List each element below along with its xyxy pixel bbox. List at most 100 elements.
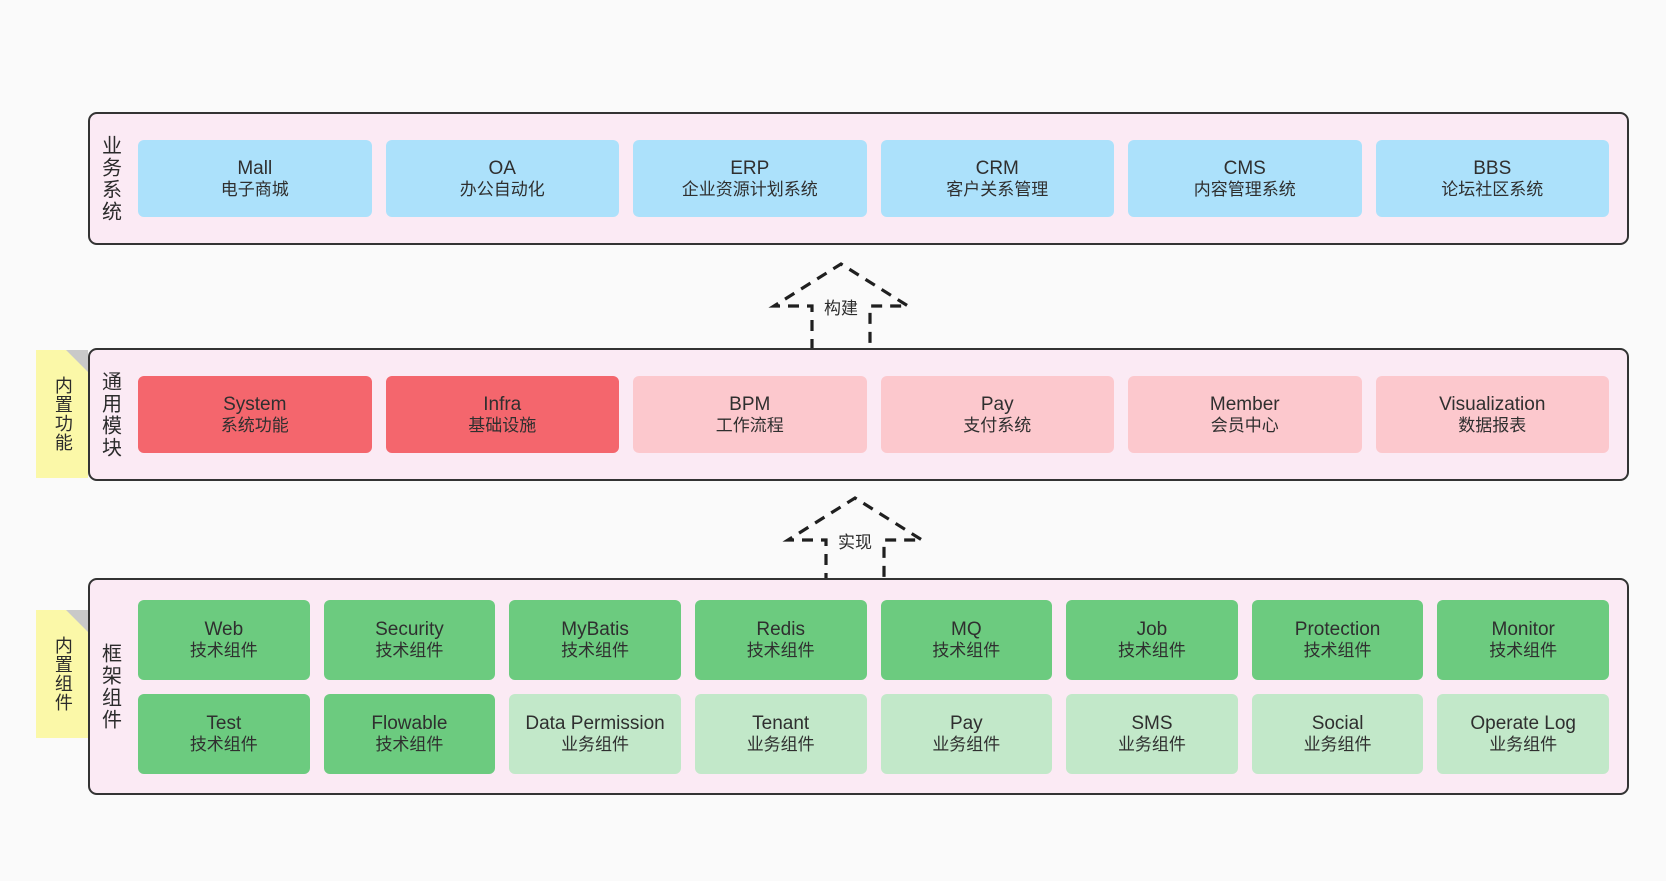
card-infra[interactable]: Infra 基础设施 <box>385 376 619 453</box>
connector-implement-arrow: 实现 <box>770 492 940 588</box>
card-subtitle: 技术组件 <box>375 640 444 660</box>
card-row: Mall 电子商城 OA 办公自动化 ERP 企业资源计划系统 CRM 客户关系… <box>138 140 1609 217</box>
card-pay-module[interactable]: Pay 支付系统 <box>880 376 1114 453</box>
business-systems-cards-area: Mall 电子商城 OA 办公自动化 ERP 企业资源计划系统 CRM 客户关系… <box>128 114 1627 243</box>
card-protection[interactable]: Protection 技术组件 <box>1251 599 1424 680</box>
card-subtitle: 技术组件 <box>932 640 1001 660</box>
card-security[interactable]: Security 技术组件 <box>323 599 496 680</box>
card-title: MQ <box>951 618 982 640</box>
card-row: Test 技术组件 Flowable 技术组件 Data Permission … <box>138 693 1609 774</box>
card-mq[interactable]: MQ 技术组件 <box>880 599 1053 680</box>
card-title: CMS <box>1223 157 1266 179</box>
card-job[interactable]: Job 技术组件 <box>1066 599 1238 680</box>
card-subtitle: 内容管理系统 <box>1193 179 1296 199</box>
card-bpm[interactable]: BPM 工作流程 <box>633 376 867 453</box>
common-modules-cards-area: System 系统功能 Infra 基础设施 BPM 工作流程 Pay 支付系统… <box>128 350 1627 479</box>
card-title: Redis <box>756 618 805 640</box>
card-member[interactable]: Member 会员中心 <box>1128 376 1362 453</box>
card-title: Monitor <box>1491 618 1555 640</box>
card-title: Pay <box>949 712 983 734</box>
card-title: MyBatis <box>561 618 629 640</box>
framework-components-cards-area: Web 技术组件 Security 技术组件 MyBatis 技术组件 Redi… <box>128 580 1627 793</box>
card-subtitle: 技术组件 <box>1303 640 1372 660</box>
card-subtitle: 办公自动化 <box>459 179 545 199</box>
card-subtitle: 业务组件 <box>1489 734 1558 754</box>
card-row: System 系统功能 Infra 基础设施 BPM 工作流程 Pay 支付系统… <box>138 376 1609 453</box>
layer-title-common-modules: 通用模块 <box>98 370 121 459</box>
card-subtitle: 技术组件 <box>561 640 630 660</box>
card-test[interactable]: Test 技术组件 <box>138 693 310 774</box>
card-subtitle: 客户关系管理 <box>946 179 1049 199</box>
card-title: SMS <box>1131 712 1173 734</box>
card-title: Job <box>1136 618 1168 640</box>
card-subtitle: 技术组件 <box>189 734 258 754</box>
card-pay-component[interactable]: Pay 业务组件 <box>880 693 1053 774</box>
card-title: Data Permission <box>525 712 665 734</box>
card-title: Visualization <box>1439 393 1546 415</box>
card-subtitle: 支付系统 <box>963 415 1032 435</box>
card-data-permission[interactable]: Data Permission 业务组件 <box>509 693 681 774</box>
card-subtitle: 企业资源计划系统 <box>681 179 818 199</box>
card-title: Tenant <box>752 712 810 734</box>
card-flowable[interactable]: Flowable 技术组件 <box>323 693 496 774</box>
layer-common-modules: 通用模块 System 系统功能 Infra 基础设施 BPM 工作流程 Pay… <box>88 348 1629 481</box>
card-subtitle: 技术组件 <box>1117 640 1186 660</box>
card-mall[interactable]: Mall 电子商城 <box>138 140 372 217</box>
card-subtitle: 业务组件 <box>1117 734 1186 754</box>
card-subtitle: 技术组件 <box>746 640 815 660</box>
card-title: Protection <box>1294 618 1381 640</box>
card-bbs[interactable]: BBS 论坛社区系统 <box>1375 140 1609 217</box>
card-system[interactable]: System 系统功能 <box>138 376 372 453</box>
card-sms[interactable]: SMS 业务组件 <box>1066 693 1238 774</box>
card-operate-log[interactable]: Operate Log 业务组件 <box>1437 693 1609 774</box>
card-title: Web <box>204 618 244 640</box>
card-subtitle: 业务组件 <box>561 734 630 754</box>
card-erp[interactable]: ERP 企业资源计划系统 <box>633 140 867 217</box>
card-redis[interactable]: Redis 技术组件 <box>694 599 867 680</box>
card-subtitle: 业务组件 <box>746 734 815 754</box>
sticky-note-label: 内置功能 <box>52 376 73 452</box>
card-monitor[interactable]: Monitor 技术组件 <box>1437 599 1609 680</box>
card-web[interactable]: Web 技术组件 <box>138 599 310 680</box>
sticky-note-label: 内置组件 <box>52 636 73 712</box>
card-subtitle: 基础设施 <box>468 415 537 435</box>
card-mybatis[interactable]: MyBatis 技术组件 <box>509 599 681 680</box>
card-subtitle: 工作流程 <box>715 415 784 435</box>
connector-implement-label: 实现 <box>838 533 872 552</box>
card-title: BBS <box>1473 157 1512 179</box>
connector-build-arrow: 构建 <box>756 258 926 354</box>
card-title: OA <box>488 157 516 179</box>
card-oa[interactable]: OA 办公自动化 <box>385 140 619 217</box>
card-subtitle: 数据报表 <box>1458 415 1527 435</box>
card-subtitle: 技术组件 <box>189 640 258 660</box>
layer-business-systems: 业务系统 Mall 电子商城 OA 办公自动化 ERP 企业资源计划系统 CRM… <box>88 112 1629 245</box>
layer-framework-components: 框架组件 Web 技术组件 Security 技术组件 MyBatis 技术组件… <box>88 578 1629 795</box>
card-title: Security <box>375 618 444 640</box>
card-social[interactable]: Social 业务组件 <box>1251 693 1424 774</box>
card-subtitle: 业务组件 <box>932 734 1001 754</box>
card-title: System <box>223 393 287 415</box>
card-title: Flowable <box>371 712 448 734</box>
card-row: Web 技术组件 Security 技术组件 MyBatis 技术组件 Redi… <box>138 599 1609 680</box>
card-title: Test <box>206 712 242 734</box>
card-visualization[interactable]: Visualization 数据报表 <box>1375 376 1609 453</box>
layer-title-framework-components: 框架组件 <box>98 642 121 731</box>
card-title: Mall <box>237 157 273 179</box>
card-title: Member <box>1209 393 1280 415</box>
card-subtitle: 技术组件 <box>375 734 444 754</box>
card-title: BPM <box>729 393 771 415</box>
connector-build-label: 构建 <box>824 299 858 318</box>
sticky-note-builtin-components: 内置组件 <box>36 610 88 738</box>
card-title: Social <box>1311 712 1364 734</box>
card-subtitle: 系统功能 <box>220 415 289 435</box>
card-subtitle: 会员中心 <box>1210 415 1279 435</box>
sticky-note-builtin-features: 内置功能 <box>36 350 88 478</box>
card-subtitle: 论坛社区系统 <box>1441 179 1544 199</box>
card-tenant[interactable]: Tenant 业务组件 <box>694 693 867 774</box>
card-title: CRM <box>975 157 1019 179</box>
card-crm[interactable]: CRM 客户关系管理 <box>880 140 1114 217</box>
card-cms[interactable]: CMS 内容管理系统 <box>1128 140 1362 217</box>
card-title: Infra <box>483 393 522 415</box>
card-subtitle: 电子商城 <box>220 179 289 199</box>
